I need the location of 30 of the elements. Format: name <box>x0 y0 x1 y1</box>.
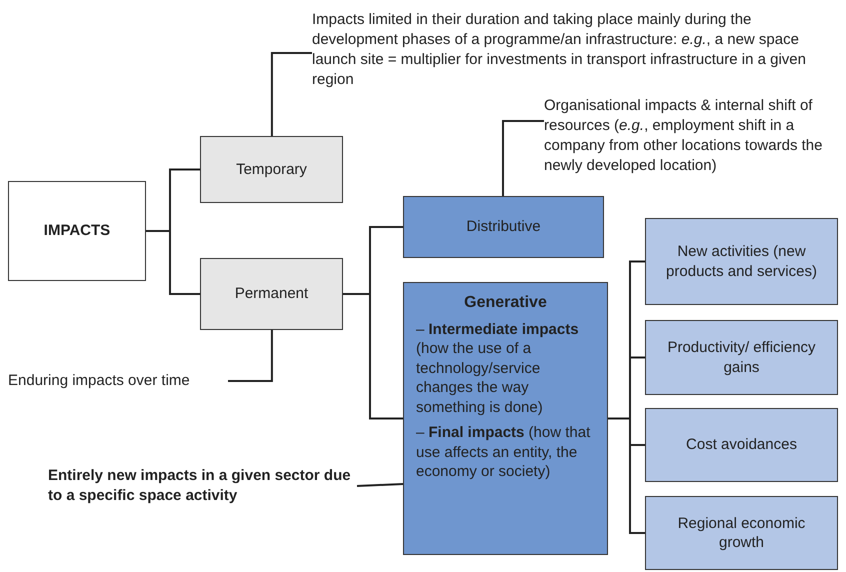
box-label: IMPACTS <box>44 221 110 241</box>
box-label: Permanent <box>234 284 308 304</box>
outcome-box <box>645 218 838 305</box>
connector-line <box>356 483 404 487</box>
category-box <box>200 136 343 203</box>
connector-line <box>502 120 544 196</box>
note-text: Enduring impacts over time <box>8 370 191 391</box>
box-label: Regional economic growth <box>676 514 806 552</box>
category-box <box>8 181 146 281</box>
connector-line <box>343 293 403 420</box>
category-box <box>200 258 343 330</box>
box-text: – Final impacts (how that use affects an entity, the economy or society) <box>416 423 592 482</box>
box-label: Distributive <box>466 217 541 237</box>
box-label: New activities (new products and services) <box>665 242 818 281</box>
box-label: Cost avoidances <box>686 435 797 455</box>
outcome-box <box>645 320 838 395</box>
connector-line <box>146 230 200 295</box>
connector-line <box>228 330 273 382</box>
category-box <box>403 196 604 258</box>
box-label: Generative <box>463 293 548 313</box>
box-label: Productivity/ efficiency gains <box>666 338 817 377</box>
category-box <box>403 282 608 555</box>
connector-line <box>270 52 312 136</box>
note-text: Entirely new impacts in a given sector due to a specific space activity <box>48 466 352 506</box>
outcome-box <box>645 496 838 570</box>
outcome-box <box>645 408 838 482</box>
box-text: – Intermediate impacts (how the use of a technology/service changes the way something is done) <box>416 320 580 418</box>
note-text: Organisational impacts & internal shift of resources (e.g., employment shift in a company from other locations towards the newly developed location) <box>544 96 824 176</box>
box-label: Temporary <box>236 160 307 180</box>
note-text: Impacts limited in their duration and taking place mainly during the development phases of a programme/an infrastructure: e.g., a new space launch site = multiplier for investments in transport infrastructure in a given region <box>312 10 807 90</box>
